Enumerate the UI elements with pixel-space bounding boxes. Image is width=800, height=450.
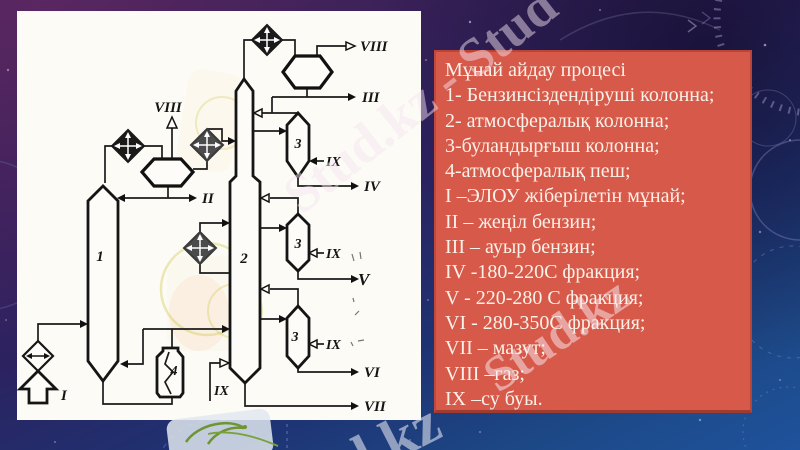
- label-stream-VII: VII: [364, 399, 387, 415]
- label-stream-VIII-top: VIII: [154, 100, 183, 116]
- label-stream-VI: VI: [364, 365, 381, 381]
- legend-line-3: 3-буландырғыш колонна;: [445, 134, 660, 157]
- clock-arc-bottom-right: [742, 386, 800, 450]
- label-stripper-1: 3: [294, 137, 302, 152]
- heat-exchanger-feed-icon: [21, 339, 55, 373]
- legend-line-5: I –ЭЛОУ жіберілетін мұнай;: [445, 185, 686, 208]
- legend-title: Мұнай айдау процесі: [445, 59, 626, 81]
- legend-line-6: II – жеңіл бензин;: [445, 210, 597, 233]
- stripper-3-vessel: [285, 303, 311, 371]
- process-flow-diagram: 1 2 3 3 3 4 I II III IV V VI VII VIII VI…: [17, 23, 389, 415]
- label-column-1: 1: [96, 249, 104, 265]
- legend-line-9: V - 220-280 С фракция;: [445, 286, 644, 309]
- pencil-marks: [350, 251, 365, 347]
- legend-box: Мұнай айдау процесі 1- Бензинсіздендіруш…: [434, 50, 752, 413]
- legend-line-2: 2- атмосфералық колонна;: [445, 109, 670, 132]
- label-stripper-2: 3: [294, 237, 302, 252]
- label-stripper-3: 3: [291, 330, 299, 345]
- legend-line-10: VI - 280-350С фракция;: [445, 311, 646, 334]
- label-stream-V: V: [358, 270, 371, 289]
- feed-block-arrow-icon: [17, 369, 60, 405]
- legend-line-4: 4-атмосфералық пеш;: [445, 160, 631, 183]
- label-stream-III: III: [361, 90, 381, 106]
- legend-line-7: III – ауыр бензин;: [445, 236, 596, 259]
- furnace-vessel: [155, 346, 185, 399]
- label-stream-VIII-right: VIII: [360, 39, 389, 55]
- legend-line-13: IX –су буы.: [445, 387, 543, 410]
- label-column-2: 2: [239, 251, 248, 267]
- clock-dotted-circle: [736, 245, 800, 359]
- studkz-bird-icon: [184, 421, 279, 447]
- legend-line-8: IV -180-220С фракция;: [445, 261, 641, 284]
- heat-exchanger-top-right-icon: [250, 23, 284, 57]
- reflux-drum-left: [139, 157, 196, 188]
- reflux-drum-right: [281, 54, 334, 90]
- label-furnace: 4: [170, 364, 178, 379]
- arc-top-center: [559, 11, 721, 41]
- heat-exchanger-top-left-icon: [110, 128, 146, 164]
- legend-line-11: VII – мазут;: [445, 337, 546, 360]
- legend-line-1: 1- Бензинсіздендіруші колонна;: [445, 84, 715, 107]
- stripper-2-vessel: [285, 212, 311, 273]
- label-stream-II: II: [201, 191, 215, 207]
- clock-circle: [749, 139, 800, 241]
- chevron-icon: [701, 11, 711, 25]
- column-1-vessel: [86, 184, 120, 384]
- column-2-vessel: [228, 76, 262, 385]
- flow-arrowheads: [80, 40, 359, 410]
- clock-tick-ring: [713, 0, 800, 116]
- chevron-icon: [687, 19, 698, 33]
- process-pipes: [37, 39, 351, 407]
- label-stream-IX-3: IX: [325, 338, 341, 353]
- heat-exchanger-top-middle-icon: [189, 127, 225, 163]
- legend-line-12: VIII –газ;: [445, 362, 525, 385]
- heat-exchanger-middle-icon: [182, 230, 218, 266]
- label-stream-I: I: [60, 388, 68, 404]
- label-stream-IX-1: IX: [325, 155, 341, 170]
- label-stream-IX-2: IX: [325, 247, 341, 262]
- stripper-1-vessel: [285, 110, 311, 180]
- label-stream-IX-bottom: IX: [213, 384, 229, 399]
- label-stream-IV: IV: [363, 179, 382, 195]
- diagram-panel: 1 2 3 3 3 4 I II III IV V VI VII VIII VI…: [17, 11, 421, 420]
